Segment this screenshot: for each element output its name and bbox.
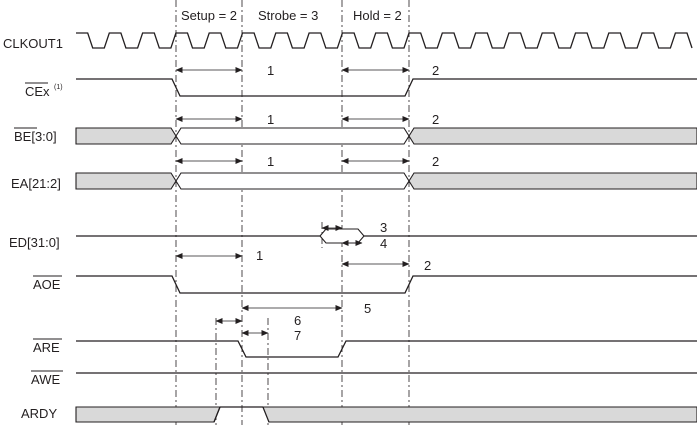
ref-label-ea-setup: 1 — [267, 154, 274, 169]
are-waveform — [76, 340, 697, 358]
signal-label-clkout1: CLKOUT1 — [3, 36, 63, 51]
ref-label-ea-hold: 2 — [432, 154, 439, 169]
cex-footnote-marker: (1) — [54, 84, 63, 91]
signal-label-ed: ED[31:0] — [9, 235, 60, 250]
ref-label-cex-setup: 1 — [267, 63, 274, 78]
ref-label-be-hold: 2 — [432, 112, 439, 127]
clkout1-waveform — [76, 32, 693, 49]
ref-label-cex-hold: 2 — [432, 63, 439, 78]
signal-label-are-group: ARE — [33, 338, 62, 355]
signal-label-awe-group: AWE — [31, 370, 63, 387]
phase-label-strobe: Strobe = 3 — [258, 8, 318, 23]
ed-bus-waveform — [76, 228, 697, 244]
ref-label-aoe-hold: 2 — [424, 258, 431, 273]
be-bus-waveform — [75, 127, 697, 145]
signal-label-cex: CEx — [25, 84, 50, 99]
ref-label-aoe-setup: 1 — [256, 248, 263, 263]
aoe-waveform — [76, 275, 697, 294]
ref-label-ardy-setup: 6 — [294, 313, 301, 328]
ref-label-be-setup: 1 — [267, 112, 274, 127]
timing-arrows — [175, 67, 410, 336]
signal-label-awe: AWE — [31, 372, 60, 387]
guide-lines — [175, 0, 410, 425]
ref-label-ed-hold: 4 — [380, 236, 387, 251]
ref-label-ardy-hold: 7 — [294, 328, 301, 343]
signal-label-be-group: BE[3:0] — [14, 127, 57, 144]
signal-label-aoe: AOE — [33, 277, 61, 292]
ref-label-ed-setup: 3 — [380, 220, 387, 235]
signal-label-ea: EA[21:2] — [11, 176, 61, 191]
ardy-waveform — [75, 406, 697, 423]
signal-label-are: ARE — [33, 340, 60, 355]
phase-label-hold: Hold = 2 — [353, 8, 402, 23]
signal-label-aoe-group: AOE — [33, 275, 62, 292]
signal-label-be: BE[3:0] — [14, 129, 57, 144]
ea-bus-waveform — [75, 172, 697, 190]
phase-label-setup: Setup = 2 — [181, 8, 237, 23]
signal-label-ardy: ARDY — [21, 406, 57, 421]
cex-waveform — [76, 78, 697, 97]
ref-label-are-strobe: 5 — [364, 301, 371, 316]
signal-label-cex-group: CEx (1) — [25, 82, 63, 99]
